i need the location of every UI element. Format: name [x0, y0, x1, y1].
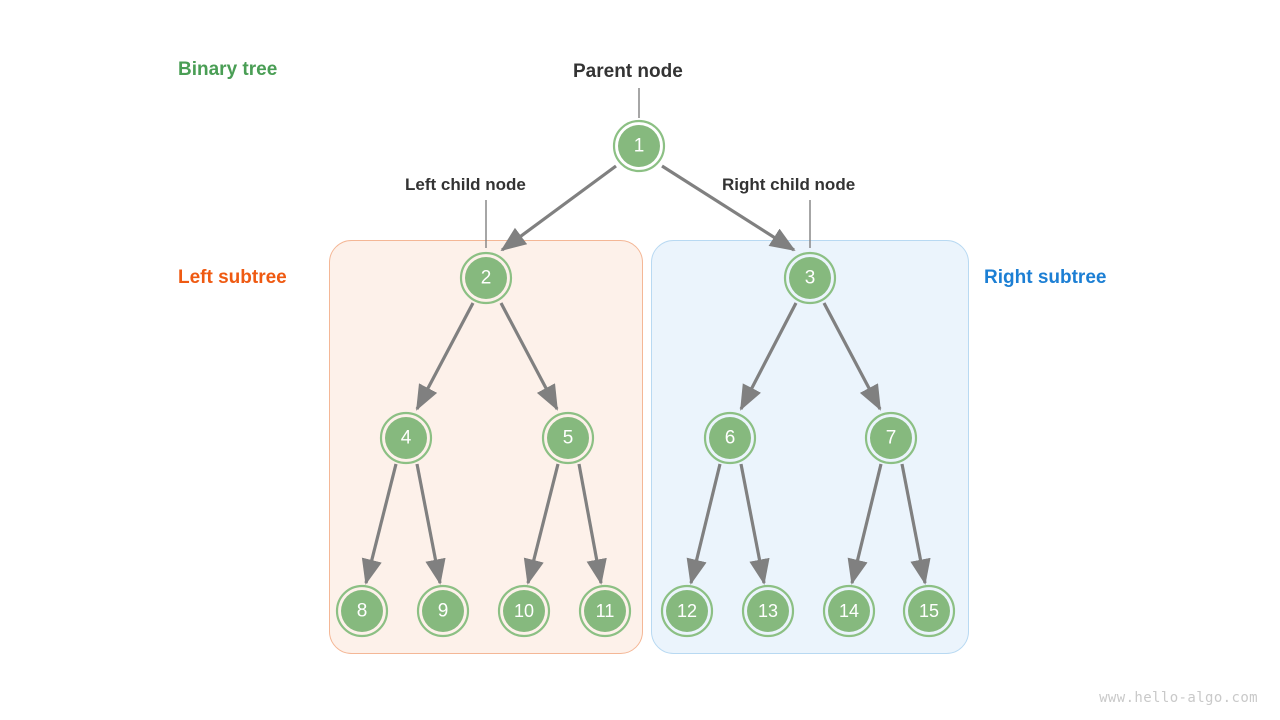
node-circle: [503, 590, 545, 632]
node-value: 12: [677, 601, 697, 621]
node-circle: [870, 417, 912, 459]
edge-1-3: [661, 164, 796, 252]
node-circle: [341, 590, 383, 632]
tree-node-11[interactable]: 11: [578, 584, 632, 638]
annotation-right-child-node: Right child node: [722, 175, 856, 194]
edge-5-10: [523, 463, 560, 585]
edge-2-4: [415, 302, 475, 411]
edge-4-8: [361, 463, 398, 585]
node-value: 7: [886, 428, 897, 449]
node-circle: [908, 590, 950, 632]
node-circle: [709, 417, 751, 459]
edge-6-12: [686, 463, 722, 585]
tree-node-9[interactable]: 9: [416, 584, 470, 638]
node-circle: [547, 417, 589, 459]
node-value: 15: [919, 601, 939, 621]
edge-4-9: [415, 463, 446, 585]
node-value: 5: [563, 428, 574, 449]
tree-node-13[interactable]: 13: [741, 584, 795, 638]
tree-node-6[interactable]: 6: [703, 411, 757, 465]
annotation-left-subtree: Left subtree: [178, 267, 287, 288]
edge-7-14: [847, 463, 883, 585]
node-ring: [902, 584, 956, 638]
node-value: 9: [438, 601, 449, 622]
node-ring: [541, 411, 595, 465]
node-circle: [465, 257, 507, 299]
node-ring: [459, 251, 513, 305]
edge-6-13: [739, 463, 770, 585]
edge-3-7: [822, 302, 882, 411]
tree-node-7[interactable]: 7: [864, 411, 918, 465]
tree-node-1[interactable]: 1: [612, 119, 666, 173]
node-value: 4: [401, 428, 412, 449]
edge-5-11: [577, 463, 607, 585]
node-circle: [666, 590, 708, 632]
tree-node-12[interactable]: 12: [660, 584, 714, 638]
node-ring: [497, 584, 551, 638]
node-value: 13: [758, 601, 778, 621]
page-title: Binary tree: [178, 59, 278, 80]
node-circle: [584, 590, 626, 632]
node-value: 8: [357, 601, 368, 622]
edge-1-2: [500, 164, 617, 252]
node-value: 6: [725, 428, 736, 449]
tree-node-15[interactable]: 15: [902, 584, 956, 638]
edge-2-5: [499, 302, 559, 411]
node-ring: [864, 411, 918, 465]
node-ring: [660, 584, 714, 638]
node-circle: [747, 590, 789, 632]
tree-node-3[interactable]: 3: [783, 251, 837, 305]
watermark: www.hello-algo.com: [1099, 690, 1258, 706]
node-ring: [416, 584, 470, 638]
node-value: 11: [596, 601, 615, 621]
node-value: 14: [839, 601, 859, 621]
node-ring: [741, 584, 795, 638]
node-ring: [783, 251, 837, 305]
node-circle: [385, 417, 427, 459]
annotation-right-subtree: Right subtree: [984, 267, 1107, 288]
tree-node-5[interactable]: 5: [541, 411, 595, 465]
node-circle: [789, 257, 831, 299]
node-ring: [703, 411, 757, 465]
tree-node-14[interactable]: 14: [822, 584, 876, 638]
node-ring: [612, 119, 666, 173]
node-value: 2: [481, 268, 492, 289]
edge-3-6: [739, 302, 798, 411]
node-ring: [578, 584, 632, 638]
annotation-parent-node: Parent node: [573, 61, 683, 82]
node-value: 10: [514, 601, 534, 621]
node-ring: [335, 584, 389, 638]
node-circle: [422, 590, 464, 632]
tree-node-4[interactable]: 4: [379, 411, 433, 465]
annotation-left-child-node: Left child node: [405, 175, 526, 194]
node-circle: [618, 125, 660, 167]
node-ring: [822, 584, 876, 638]
node-ring: [379, 411, 433, 465]
node-circle: [828, 590, 870, 632]
node-value: 3: [805, 268, 816, 289]
edge-7-15: [900, 463, 931, 585]
node-value: 1: [634, 136, 645, 157]
tree-node-10[interactable]: 10: [497, 584, 551, 638]
tree-node-2[interactable]: 2: [459, 251, 513, 305]
tree-node-8[interactable]: 8: [335, 584, 389, 638]
